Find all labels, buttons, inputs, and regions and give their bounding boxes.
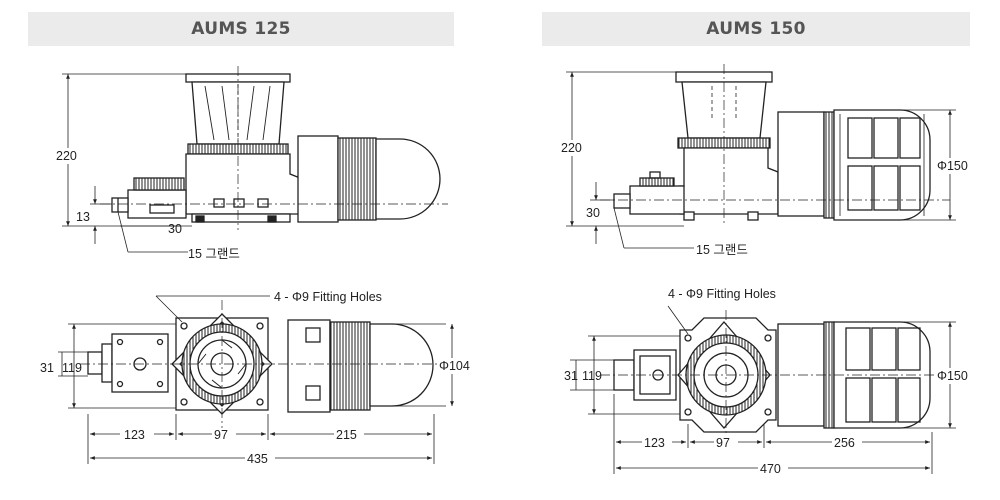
aums150-labels: 220 30 15 그랜드 Φ150 4 - Φ9 Fitting Holes …	[558, 140, 974, 476]
dim-total: 435	[247, 452, 268, 466]
aums125-top-view	[80, 300, 444, 428]
model-header-aums150: AUMS 150	[542, 12, 970, 46]
dim-diameter: Φ150	[937, 369, 968, 383]
dim-height: 220	[56, 149, 77, 163]
dim-diameter-side: Φ150	[937, 159, 968, 173]
model-title: AUMS 150	[706, 19, 806, 39]
aums150-side-view	[600, 64, 950, 226]
dim-depth: 30	[586, 206, 600, 220]
dim-w1: 31	[40, 361, 54, 375]
model-title: AUMS 125	[191, 19, 291, 39]
dim-l2: 97	[214, 428, 228, 442]
gland-label: 15 그랜드	[188, 247, 240, 261]
dim-l1: 123	[124, 428, 145, 442]
dim-offset: 13	[76, 210, 90, 224]
dim-w1: 31	[564, 369, 578, 383]
aums150-top-view	[600, 310, 950, 440]
gland-label: 15 그랜드	[696, 243, 748, 257]
dim-w2: 119	[582, 369, 602, 383]
dim-diameter: Φ104	[439, 359, 470, 373]
dim-height: 220	[561, 141, 582, 155]
dim-l3: 256	[834, 436, 855, 450]
aums125-labels: 220 13 30 15 그랜드 4 - Φ9 Fitting Holes 31…	[40, 148, 472, 466]
dim-l2: 97	[716, 436, 730, 450]
model-header-aums125: AUMS 125	[28, 12, 454, 46]
fitting-holes-label: 4 - Φ9 Fitting Holes	[668, 287, 776, 301]
dim-w2: 119	[62, 361, 82, 375]
dim-total: 470	[760, 462, 781, 476]
dim-depth: 30	[168, 222, 182, 236]
dim-l3: 215	[336, 428, 357, 442]
aums125-side-view	[100, 66, 448, 230]
aums150-side-dimensions	[566, 71, 956, 249]
dim-l1: 123	[644, 436, 665, 450]
fitting-holes-label: 4 - Φ9 Fitting Holes	[274, 290, 382, 304]
